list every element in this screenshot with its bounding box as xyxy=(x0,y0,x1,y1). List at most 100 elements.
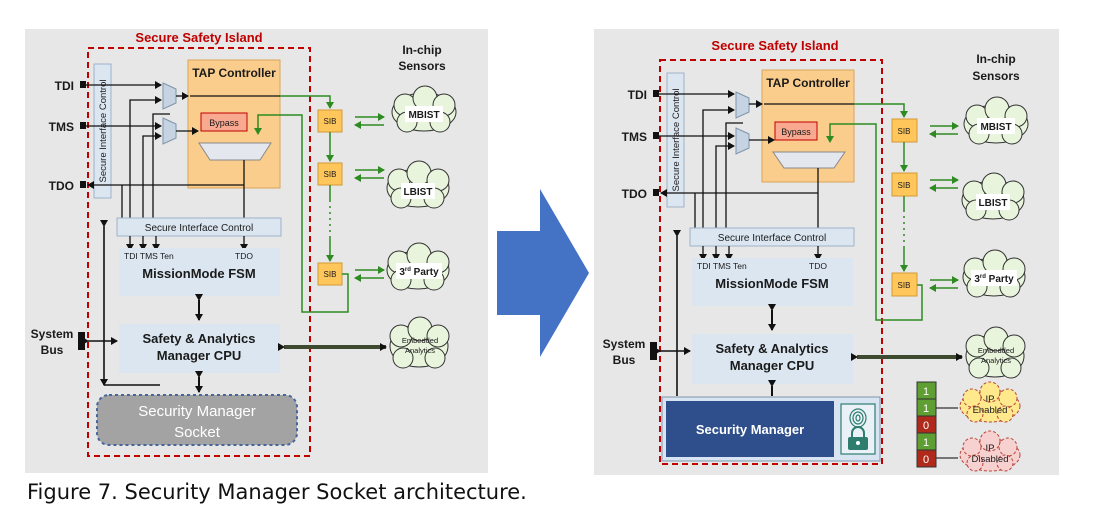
left-cloud-embedded-analytics xyxy=(389,316,450,369)
right-mbist-label-box xyxy=(977,118,1015,134)
right-input-mux-1 xyxy=(735,91,750,119)
right-bit-links xyxy=(936,407,958,459)
left-input-mux-1 xyxy=(162,82,177,110)
right-system-bus-port xyxy=(650,342,657,360)
left-jtag-wiring xyxy=(86,81,245,218)
right-security-manager-block xyxy=(666,401,834,457)
ip-enabled-cloud xyxy=(959,381,1021,423)
left-embedded-label-line1: Embedded xyxy=(402,336,438,345)
right-tdo-pin-label: TDO xyxy=(622,187,647,201)
left-fsm-tdo-label: TDO xyxy=(235,251,253,261)
right-embedded-label-line1: Embedded xyxy=(978,346,1014,355)
right-third-party-label: 3rd Party xyxy=(974,274,1014,285)
left-cpu-title-line1: Safety & Analytics xyxy=(143,331,256,346)
bit-cell-3-value: 0 xyxy=(923,420,929,432)
right-fsm-title: MissionMode FSM xyxy=(715,276,828,291)
right-input-mux-2 xyxy=(735,127,750,155)
right-secure-interface-control-label: Secure Interface Control xyxy=(718,233,826,244)
left-system-bus-port xyxy=(78,332,85,350)
right-sib-3-label: SIB xyxy=(898,281,911,290)
right-bypass-register xyxy=(774,121,818,141)
right-embedded-label-line2: Analytics xyxy=(981,356,1011,365)
left-tdo-pin xyxy=(80,181,86,188)
left-secure-interface-control-bar xyxy=(116,217,282,237)
right-sib-2-label: SIB xyxy=(898,181,911,190)
right-lbist-label-box xyxy=(976,194,1010,210)
left-mbist-label: MBIST xyxy=(408,110,439,121)
right-vertical-interface-label: Secure Interface Control xyxy=(671,89,682,192)
left-tdo-pin-label: TDO xyxy=(49,179,74,193)
right-sic-to-fsm-wires xyxy=(699,246,822,261)
left-sic-to-fsm-wires xyxy=(126,236,248,251)
left-green-scan-path xyxy=(254,95,385,313)
right-security-manager-label: Security Manager xyxy=(696,422,804,437)
left-sib-chain: SIB SIB SIB xyxy=(317,109,343,286)
left-vertical-interface-bar xyxy=(93,63,112,199)
left-tap-controller-title: TAP Controller xyxy=(192,66,276,80)
right-tdo-pin xyxy=(653,189,659,196)
right-cpu-title-line2: Manager CPU xyxy=(730,358,815,373)
right-missionmode-fsm xyxy=(692,258,853,306)
left-sensors-title-line2: Sensors xyxy=(398,59,446,73)
bit-cell-2-value: 1 xyxy=(923,403,929,415)
right-cpu-block xyxy=(692,334,853,384)
left-socket-title-line2: Socket xyxy=(174,424,221,441)
left-system-bus-label-line2: Bus xyxy=(41,343,64,357)
ip-disabled-label-line1: IP xyxy=(986,443,995,454)
left-island-border xyxy=(87,47,311,457)
right-tms-pin-label: TMS xyxy=(622,130,647,144)
right-fsm-signal-labels: TDI TMS Ten xyxy=(697,261,747,271)
ip-disabled-label-line2: Disabled xyxy=(972,454,1009,465)
right-cloud-embedded-analytics xyxy=(965,326,1026,379)
left-bypass-label: Bypass xyxy=(209,118,239,128)
right-cpu-title-line1: Safety & Analytics xyxy=(716,341,829,356)
left-third-party-label: 3rd Party xyxy=(399,267,439,278)
ip-enabled-label-line1: IP xyxy=(986,394,995,405)
left-diagram: Secure Safety Island In-chip Sensors TDI… xyxy=(25,29,488,473)
left-sensors-title-line1: In-chip xyxy=(402,43,441,57)
right-tdi-pin xyxy=(653,90,659,97)
right-third-party-label-box xyxy=(971,270,1017,286)
left-sib-1-label: SIB xyxy=(324,117,337,126)
left-cpu-block xyxy=(119,324,280,373)
padlock-icon xyxy=(848,426,868,450)
bit-cell-5-value: 0 xyxy=(923,454,929,466)
right-island-border xyxy=(659,59,883,465)
left-tdi-pin-label: TDI xyxy=(55,79,74,93)
right-cloud-third-party xyxy=(962,249,1026,298)
left-system-bus-label-line1: System xyxy=(31,327,74,341)
left-third-party-label-box xyxy=(396,263,442,279)
left-sib-2-label: SIB xyxy=(324,170,337,179)
right-green-scan-path xyxy=(826,103,959,321)
right-jtag-wiring xyxy=(659,90,819,228)
right-sensors-title-line2: Sensors xyxy=(972,69,1020,83)
left-sib-3-label: SIB xyxy=(324,270,337,279)
left-lbist-label: LBIST xyxy=(404,187,433,198)
left-cpu-title-line2: Manager CPU xyxy=(157,348,242,363)
right-secure-interface-control-bar xyxy=(689,227,855,247)
left-fsm-signal-labels: TDI TMS Ten xyxy=(124,251,174,261)
left-fsm-title: MissionMode FSM xyxy=(142,266,255,281)
left-secure-interface-control-label: Secure Interface Control xyxy=(145,223,253,234)
left-input-mux-2 xyxy=(162,117,177,145)
ip-disabled-cloud xyxy=(959,430,1021,472)
right-tap-controller-title: TAP Controller xyxy=(766,76,850,90)
right-sib-1-label: SIB xyxy=(898,127,911,136)
right-config-bits: 1 1 0 1 0 xyxy=(916,381,937,468)
left-island-title: Secure Safety Island xyxy=(135,30,262,45)
left-security-manager-socket xyxy=(96,394,298,446)
figure-caption: Figure 7. Security Manager Socket archit… xyxy=(27,480,527,504)
left-tms-pin-label: TMS xyxy=(49,120,74,134)
right-tdi-pin-label: TDI xyxy=(628,88,647,102)
left-embedded-label-line2: Analytics xyxy=(405,346,435,355)
right-bypass-label: Bypass xyxy=(781,127,811,137)
left-tdi-pin xyxy=(80,81,86,88)
left-lbist-label-box xyxy=(401,183,435,199)
bit-cell-4-value: 1 xyxy=(923,437,929,449)
right-fsm-tdo-label: TDO xyxy=(809,261,827,271)
transition-arrow xyxy=(497,189,589,357)
right-lbist-label: LBIST xyxy=(979,198,1008,209)
right-tms-pin xyxy=(653,132,659,139)
left-mbist-label-box xyxy=(405,106,443,122)
right-sensors-title-line1: In-chip xyxy=(976,52,1015,66)
